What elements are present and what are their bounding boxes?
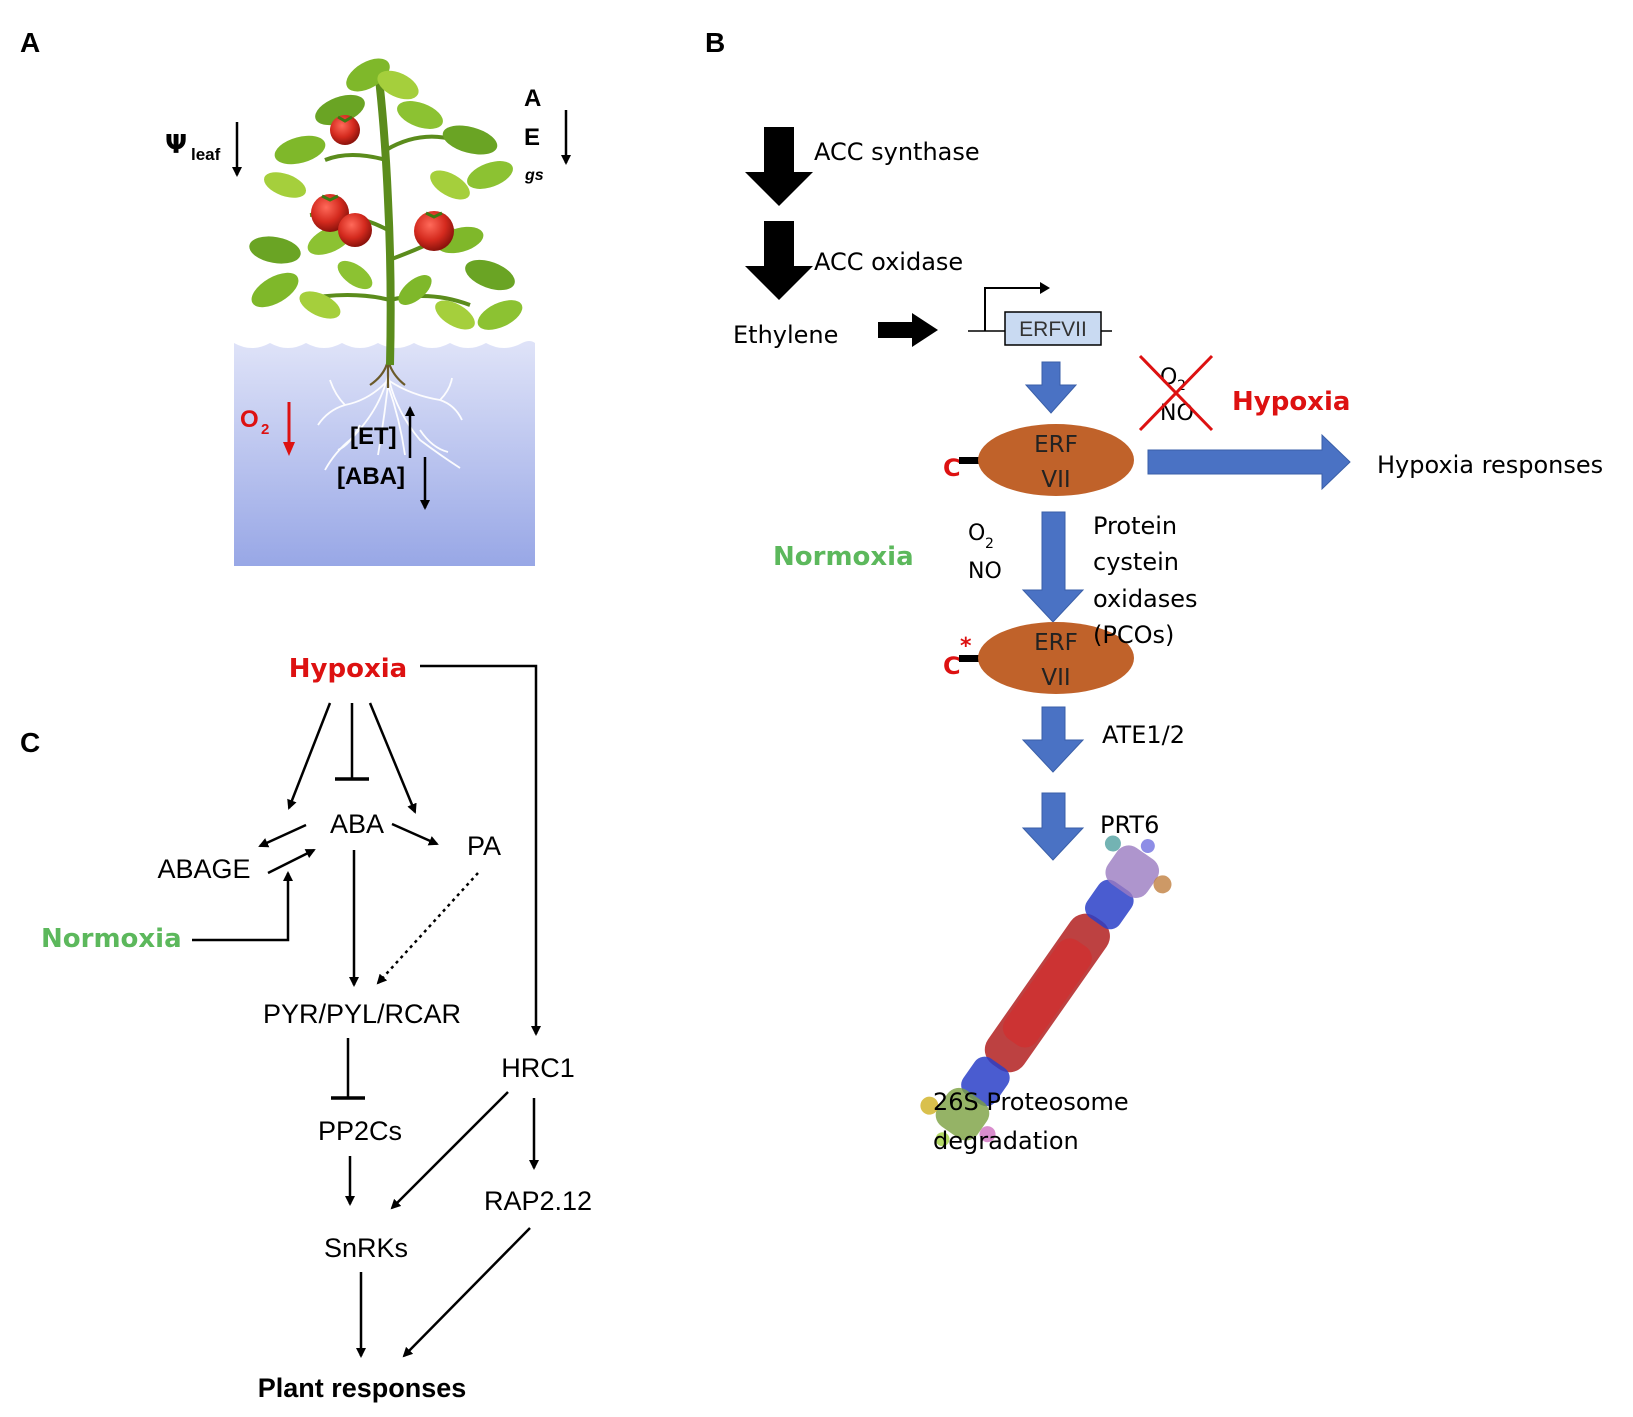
roots-illustration [317,374,463,471]
prt6-arrow [1021,792,1085,861]
panel-c: Hypoxia ABA ABAGE PA Normoxia PYR dotted… [41,654,592,1403]
pco-line4: (PCOs) [1093,621,1174,649]
red-cross-line-2 [1138,354,1214,432]
ethylene-to-gene-arrow [878,313,938,347]
transpiration-label: E [524,124,540,151]
pco-line1: Protein [1093,512,1177,540]
pco-line2: cystein [1093,548,1179,576]
pco-oxidation-arrow [1021,511,1085,623]
hypoxia-to-pa-arrow [368,702,417,814]
gene-to-protein-arrow [1024,361,1078,414]
photosynthesis-label: A [524,85,541,112]
normoxia-to-abage-arrow [192,871,293,942]
abage-node: ABAGE [157,854,250,884]
rap-to-responses-arrow [402,1227,531,1358]
pp2cs-node: PP2Cs [318,1116,402,1146]
erfvii-protein-bottom [978,622,1134,694]
root-o2-subscript: 2 [261,421,269,438]
root-o2-label: O [240,406,259,433]
rap212-node: RAP2.12 [484,1186,592,1216]
degradation-line2: degradation [933,1127,1079,1155]
snrks-node: SnRKs [324,1233,408,1263]
pa-to-pyr-dotted-arrow [376,872,479,985]
hrc1-to-snrks-arrow [390,1091,509,1210]
aba-node: ABA [330,809,384,839]
stem-illustration [374,69,395,366]
pco-line3: oxidases [1093,585,1198,613]
acc-oxidase-arrow [745,221,813,300]
erf-top-line1: ERF [1034,432,1078,458]
cysteine-bond-bottom [959,655,979,662]
hypoxia-to-abage-arrow [287,702,332,810]
ethylene-concentration-label: [ET] [350,423,397,450]
aba-to-abage-arrow [258,823,307,848]
degradation-line1: 26S Proteosome [933,1088,1129,1116]
panel-letter-a: A [20,27,40,58]
panel-letter-c: C [20,727,40,758]
panel-a: Ψ leaf A E gs O 2 [ET] [ABA] [165,58,571,566]
hypoxia-to-hrc1-arrow [420,664,541,1036]
normoxia-label-b: Normoxia [773,542,914,572]
psi-leaf-symbol: Ψ [165,130,187,160]
acc-synthase-arrow [745,127,813,206]
hrc1-node: HRC1 [501,1053,575,1083]
pyr-pyl-rcar-node: PYR/PYL/RCAR [263,999,461,1029]
proteasome-structure-illustration [920,835,1172,1147]
no-label-b: NO [968,559,1002,584]
leaves-illustration [249,58,523,330]
aba-to-pa-arrow [391,822,439,846]
stomatal-conductance-label: gs [524,167,544,184]
normoxia-label-c: Normoxia [41,924,182,954]
aba-concentration-label: [ABA] [337,463,405,490]
oxidized-star: * [960,634,972,659]
abage-to-aba-arrow [267,848,316,875]
cysteine-label-top: C [943,454,961,482]
prt6-label: PRT6 [1100,811,1159,839]
cysteine-bond-top [959,457,979,464]
ate-label: ATE1/2 [1102,721,1185,749]
plant-responses-node: Plant responses [258,1373,467,1403]
o2-label-b: O [968,521,985,546]
promoter-arrow [984,287,1043,331]
water-illustration [234,341,535,566]
pa-node: PA [467,831,501,861]
ate-arrow [1021,706,1085,773]
erfvii-protein-top [978,424,1134,496]
acc-oxidase-label: ACC oxidase [814,248,963,276]
hypoxia-label-c: Hypoxia [289,654,407,684]
erf-bottom-line1: ERF [1034,630,1078,656]
o2-subscript-b: 2 [985,536,994,552]
hypoxia-responses-label: Hypoxia responses [1377,451,1603,479]
hypoxia-label-b: Hypoxia [1232,387,1350,417]
hypoxia-responses-arrow [1147,433,1351,491]
erfvii-gene-box [1004,311,1102,346]
erf-top-line2: VII [1041,467,1070,493]
panel-letter-b: B [705,27,725,58]
tomatoes-illustration [311,115,454,251]
panel-b: ACC synthase ACC oxidase Ethylene ERFVII… [733,127,1603,1155]
crossed-o2-label: O [1160,365,1177,390]
ethylene-label: Ethylene [733,321,838,349]
cysteine-label-bottom: C [943,652,961,680]
psi-leaf-subscript: leaf [191,145,221,164]
acc-synthase-label: ACC synthase [814,138,980,166]
erf-bottom-line2: VII [1041,665,1070,691]
erfvii-gene-label: ERFVII [1019,318,1087,341]
